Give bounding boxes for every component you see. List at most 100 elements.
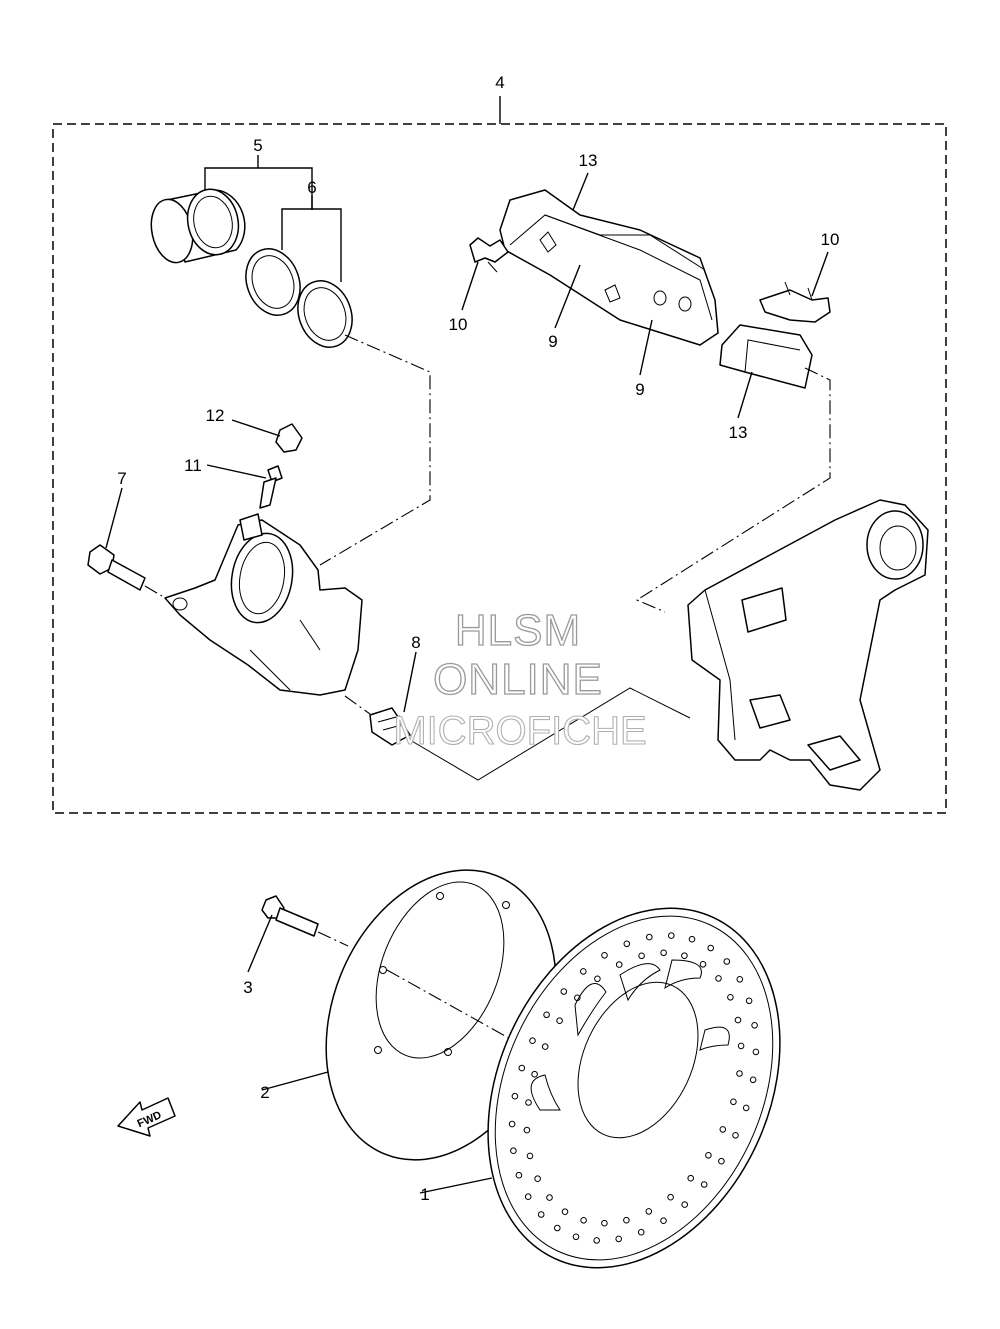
- caliper-bolt: [87, 544, 146, 591]
- leader-8: [403, 651, 417, 713]
- disc-hole: [561, 1208, 569, 1215]
- callout-12: 12: [206, 406, 225, 425]
- disc-hole: [543, 1011, 550, 1019]
- disc-hole: [646, 933, 653, 941]
- disc-hole: [556, 1017, 563, 1025]
- disc-hole: [681, 952, 688, 960]
- watermark-line-1: HLSM: [455, 606, 581, 655]
- rotor-bolt: [261, 895, 319, 937]
- leader-2: [261, 1071, 329, 1091]
- disc-hole: [732, 1132, 739, 1139]
- piston: [150, 188, 246, 264]
- disc-hole: [645, 1208, 653, 1215]
- disc-hole: [601, 952, 608, 959]
- disc-hole: [751, 1022, 758, 1029]
- disc-hole: [523, 1126, 531, 1134]
- disc-hole: [700, 1181, 708, 1188]
- disc-hole: [730, 1098, 737, 1106]
- disc-hole: [541, 1043, 549, 1050]
- disc-hole: [526, 1152, 534, 1160]
- callout-8: 8: [411, 633, 420, 652]
- disc-hole: [510, 1147, 517, 1154]
- disc-hole: [699, 961, 707, 968]
- disc-hole: [529, 1037, 536, 1044]
- callout-13-lower: 13: [729, 423, 748, 442]
- leader-10a: [461, 261, 479, 311]
- alignment-line-pads: [635, 367, 831, 613]
- disc-hole: [574, 994, 581, 1002]
- leader-3: [247, 914, 273, 973]
- bleed-cap: [275, 423, 303, 453]
- disc-hole: [742, 1104, 750, 1112]
- disc-hole: [660, 949, 667, 957]
- disc-hole: [546, 1194, 553, 1201]
- disc-hole: [745, 997, 753, 1005]
- disc-hole: [580, 968, 587, 975]
- disc-hole: [681, 1201, 689, 1208]
- disc-hole: [715, 975, 722, 982]
- callout-11: 11: [184, 456, 202, 475]
- callout-9-lower: 9: [635, 380, 644, 399]
- disc-hole: [623, 940, 631, 948]
- disc-hole: [734, 1016, 742, 1024]
- watermark-line-2: ONLINE: [433, 655, 603, 704]
- callout-10-left: 10: [449, 315, 468, 334]
- piston-seals: [245, 248, 353, 348]
- caliper-bracket: [687, 499, 929, 791]
- disc-hole: [593, 1237, 601, 1244]
- disc-hole: [554, 1224, 561, 1232]
- alignment-line-pin: [344, 695, 371, 715]
- disc-hole: [537, 1211, 545, 1218]
- disc-hole: [525, 1099, 532, 1106]
- disc-hole: [560, 988, 568, 995]
- disc-hole: [737, 1042, 745, 1050]
- disc-hole: [623, 1216, 630, 1224]
- disc-hole: [637, 1228, 645, 1236]
- disc-hole: [687, 1174, 695, 1182]
- leader-1: [419, 1177, 493, 1194]
- brake-pads-upper: [499, 189, 719, 346]
- alignment-line-piston: [319, 334, 431, 566]
- pad-shim-lower: [719, 324, 813, 389]
- disc-hole: [515, 1171, 523, 1179]
- leader-13b: [737, 371, 753, 419]
- disc-hole: [531, 1070, 538, 1078]
- disc-hole: [688, 935, 696, 943]
- callout-6: 6: [307, 178, 316, 197]
- callout-13-upper: 13: [579, 151, 598, 170]
- brake-disc: [487, 907, 781, 1269]
- disc-hole: [660, 1217, 667, 1224]
- disc-hole: [736, 1070, 743, 1077]
- callout-9-upper: 9: [548, 332, 557, 351]
- leader-9b: [639, 319, 653, 376]
- disc-hole: [534, 1175, 541, 1182]
- disc-hole: [752, 1048, 760, 1056]
- disc-hole: [594, 975, 601, 983]
- pad-spring-left: [469, 237, 509, 273]
- disc-hole: [601, 1219, 608, 1227]
- watermark-line-3: MICROFICHE: [393, 709, 646, 753]
- leader-13a: [572, 172, 589, 211]
- disc-hole: [667, 1193, 674, 1201]
- disc-hole: [705, 1152, 712, 1159]
- bleed-screw: [259, 465, 283, 509]
- pad-spring-right: [759, 281, 831, 323]
- leader-11: [206, 464, 267, 479]
- disc-hole: [638, 952, 645, 960]
- disc-hole: [668, 932, 675, 939]
- callout-2: 2: [260, 1083, 269, 1102]
- disc-hole: [615, 961, 623, 968]
- disc-hole: [580, 1217, 587, 1224]
- caliper-body: [164, 513, 363, 696]
- callout-7: 7: [117, 469, 126, 488]
- disc-hole: [508, 1120, 516, 1128]
- disc-hole: [511, 1092, 519, 1100]
- leader-7: [105, 487, 123, 549]
- callout-3: 3: [243, 978, 252, 997]
- slide-pin: [369, 707, 411, 746]
- leader-12: [231, 419, 281, 437]
- disc-hole: [518, 1064, 526, 1072]
- disc-hole: [707, 944, 715, 952]
